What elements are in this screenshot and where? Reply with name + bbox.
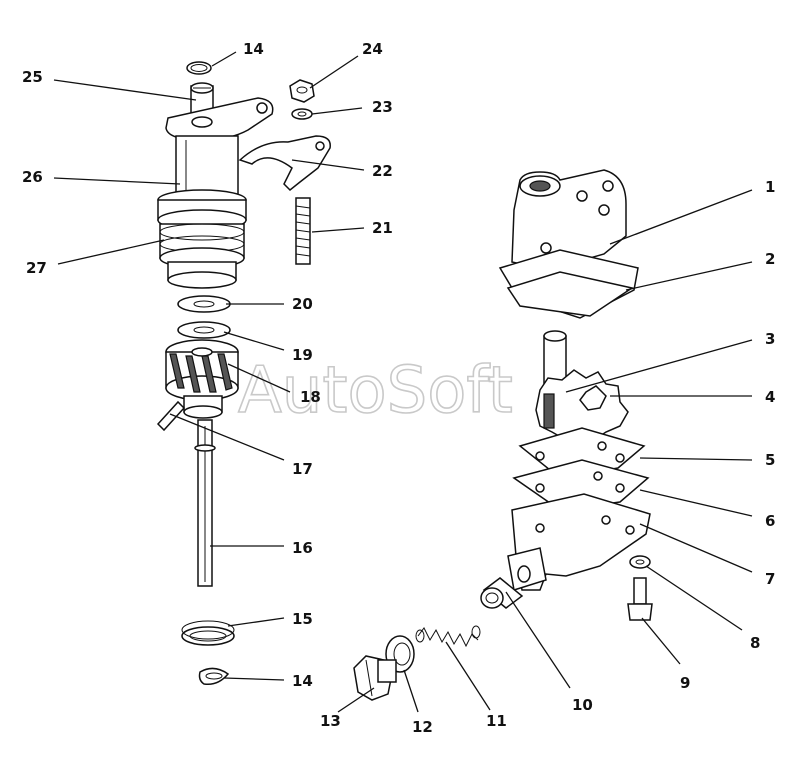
shift-fork-22 [238,135,331,192]
snap-ring-bottom [198,667,230,686]
callout-10: 10 [572,696,593,714]
nut-24 [289,79,315,103]
callout-27: 27 [26,259,47,277]
callout-8: 8 [750,634,760,652]
callout-23: 23 [372,98,393,116]
callout-20: 20 [292,295,313,313]
callout-5: 5 [765,451,775,469]
callout-14-bottom: 14 [292,672,313,690]
callout-numbers: 14 25 24 23 22 21 26 27 20 19 18 17 16 1… [22,40,775,736]
pin-17 [156,400,186,432]
callout-1: 1 [765,178,775,196]
callout-6: 6 [765,512,775,530]
spring-11 [415,625,481,648]
callout-25: 25 [22,68,43,86]
callout-11: 11 [486,712,507,730]
callout-26: 26 [22,168,43,186]
bolt-9 [633,577,647,605]
callout-9: 9 [680,674,690,692]
snap-ring-top [186,61,212,75]
callout-17: 17 [292,460,313,478]
callout-24: 24 [362,40,383,58]
callout-12: 12 [412,718,433,736]
housing-flange [165,97,274,141]
lock-washer-23 [291,108,313,120]
callout-21: 21 [372,219,393,237]
spring-clip-15 [181,626,235,646]
washer-19 [177,321,231,339]
callout-19: 19 [292,346,313,364]
watermark: AutoSoft [238,354,513,428]
left-assembly [156,61,331,686]
callout-18: 18 [300,388,321,406]
callout-22: 22 [372,162,393,180]
callout-14-top: 14 [243,40,264,58]
callout-3: 3 [765,330,775,348]
leader-lines [53,51,753,713]
callout-16: 16 [292,539,313,557]
callout-7: 7 [765,570,775,588]
washer-8 [629,555,651,569]
callout-2: 2 [765,250,775,268]
callout-15: 15 [292,610,313,628]
washer-20 [177,295,231,313]
callout-13: 13 [320,712,341,730]
right-assembly [353,169,653,701]
pump-gear-4 [535,369,629,441]
callout-4: 4 [765,388,775,406]
